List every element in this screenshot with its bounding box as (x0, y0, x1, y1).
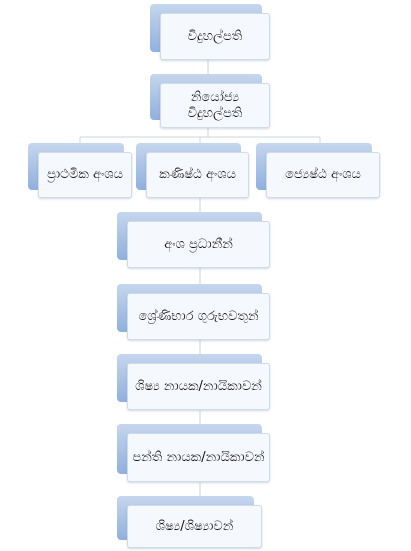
node-label: ශිෂ්‍ය/ශිෂ්‍යාවන් (155, 518, 234, 534)
node-card: කණිෂ්ඨ අංශය (146, 152, 249, 198)
node-label: විදුහල්පති (187, 28, 243, 44)
node-card: ප්‍රාථමික අංශය (38, 152, 132, 198)
node-students: ශිෂ්‍ය/ශිෂ්‍යාවන් (117, 496, 262, 548)
node-card: නියෝජ්‍ය විදුහල්පති (160, 83, 270, 128)
node-label: පන්ති නායක/නායිකාවන් (132, 449, 265, 465)
node-section-heads: අංශ ප්‍රධානීන් (117, 212, 270, 268)
node-student-leaders: ශිෂ්‍ය නායක/නායිකාවන් (117, 354, 270, 410)
node-label: ශ්‍රේණිභාර ගුරුභවතුන් (138, 308, 259, 324)
node-card: ශිෂ්‍ය/ශිෂ්‍යාවන් (127, 505, 262, 548)
node-class-leaders: පන්ති නායක/නායිකාවන් (117, 424, 270, 482)
node-deputy-principal: නියෝජ්‍ය විදුහල්පති (150, 74, 270, 128)
node-class-teachers: ශ්‍රේණිභාර ගුරුභවතුන් (117, 284, 270, 340)
node-label: කණිෂ්ඨ අංශය (159, 167, 236, 182)
node-card: ජ්‍යෙෂ්ඨ අංශය (266, 152, 380, 198)
node-card: ශ්‍රේණිභාර ගුරුභවතුන් (127, 293, 270, 340)
node-label: ජ්‍යෙෂ්ඨ අංශය (285, 167, 361, 182)
node-junior-section: කණිෂ්ඨ අංශය (136, 143, 249, 198)
node-card: ශිෂ්‍ය නායක/නායිකාවන් (127, 363, 270, 410)
node-label: ප්‍රාථමික අංශය (47, 167, 123, 182)
node-label: ශිෂ්‍ය නායක/නායිකාවන් (135, 378, 262, 394)
node-card: විදුහල්පති (160, 13, 270, 60)
node-label: නියෝජ්‍ය විදුහල්පති (187, 89, 243, 121)
node-senior-section: ජ්‍යෙෂ්ඨ අංශය (256, 143, 380, 198)
node-principal: විදුහල්පති (150, 4, 270, 60)
node-label: අංශ ප්‍රධානීන් (164, 236, 233, 252)
node-primary-section: ප්‍රාථමික අංශය (28, 143, 132, 198)
node-card: පන්ති නායක/නායිකාවන් (127, 433, 270, 482)
node-card: අංශ ප්‍රධානීන් (127, 221, 270, 268)
